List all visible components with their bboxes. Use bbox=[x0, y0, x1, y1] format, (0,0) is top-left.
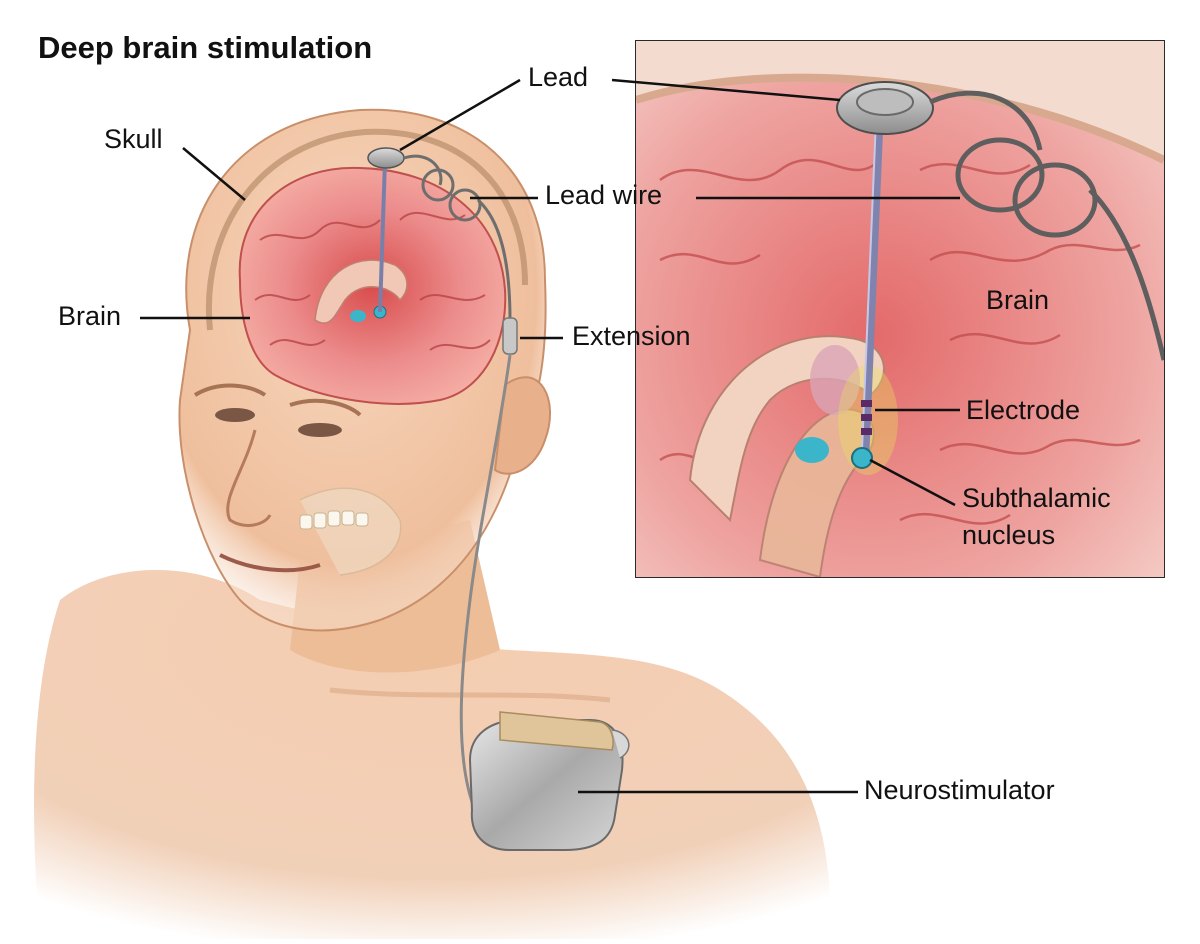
label-extension: Extension bbox=[572, 321, 691, 351]
eye-left bbox=[215, 408, 255, 422]
eyebrow bbox=[193, 383, 267, 397]
mouth bbox=[219, 553, 321, 573]
leader-skull bbox=[182, 147, 246, 201]
label-nucleus: nucleus bbox=[962, 520, 1056, 550]
eye-right bbox=[298, 423, 342, 437]
label-neurostimulator: Neurostimulator bbox=[864, 775, 1055, 805]
skull-outline bbox=[205, 128, 528, 331]
electrode-contacts bbox=[861, 400, 872, 435]
extension-connector bbox=[502, 317, 518, 355]
torso bbox=[34, 570, 831, 939]
lead-shaft-inset bbox=[862, 119, 884, 451]
neurostimulator-device bbox=[468, 711, 630, 851]
label-electrode: Electrode bbox=[966, 395, 1081, 425]
label-brain-inset: Brain bbox=[986, 285, 1050, 315]
subthalamic-nucleus-inset bbox=[795, 437, 829, 463]
label-subthalamic: Subthalamic bbox=[962, 483, 1111, 513]
leader-lead-inset bbox=[611, 78, 841, 102]
diagram-title: Deep brain stimulation bbox=[38, 30, 373, 65]
leader-lead-main bbox=[399, 78, 521, 152]
clavicle-shadow bbox=[329, 687, 611, 703]
nucleus-small bbox=[350, 310, 366, 322]
leader-lines bbox=[140, 78, 960, 794]
label-lead-wire: Lead wire bbox=[545, 180, 663, 210]
lead-wire-coils-inset bbox=[928, 90, 1164, 361]
corpus-callosum bbox=[314, 259, 408, 324]
eyebrow-right bbox=[289, 398, 362, 417]
label-skull: Skull bbox=[104, 124, 163, 154]
ear bbox=[493, 376, 551, 475]
brain-gyri bbox=[254, 211, 491, 351]
label-lead: Lead bbox=[528, 62, 589, 92]
nose bbox=[226, 429, 272, 527]
electrode-tip-inset bbox=[851, 447, 873, 469]
lead-cap-small bbox=[367, 147, 405, 169]
label-brain-main: Brain bbox=[58, 301, 122, 331]
teeth bbox=[299, 510, 369, 530]
lead-shaft-small bbox=[378, 159, 387, 313]
lead-wire-coils-small bbox=[403, 154, 512, 321]
jaw-bone bbox=[299, 487, 402, 576]
leader-stn bbox=[869, 458, 956, 507]
